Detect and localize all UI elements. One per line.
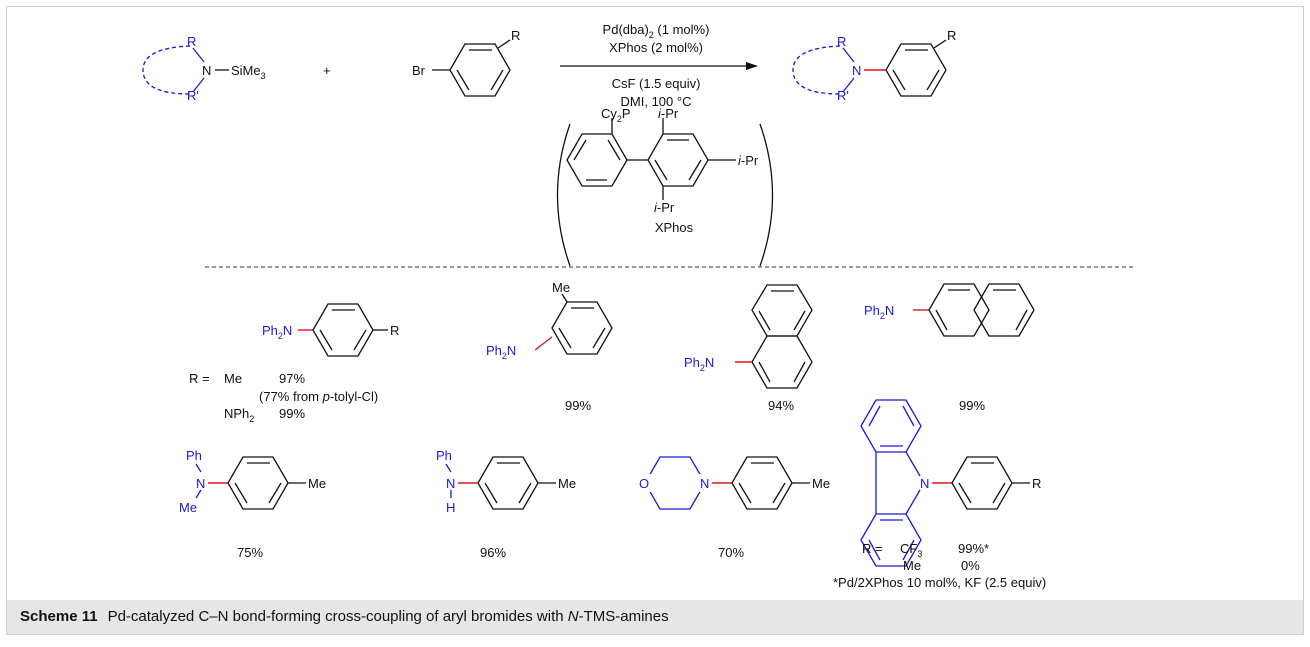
p3-yield: 94% xyxy=(768,398,794,413)
svg-text:(77% from p-tolyl-Cl): (77% from p-tolyl-Cl) xyxy=(259,389,378,404)
p8-me-label: Me xyxy=(903,558,921,573)
p6-yield: 96% xyxy=(480,545,506,560)
svg-text:SiMe3: SiMe3 xyxy=(231,63,266,81)
svg-text:Ph2N: Ph2N xyxy=(262,323,292,341)
svg-text:Ph2N: Ph2N xyxy=(864,303,894,321)
figure-caption: Scheme 11 Pd-catalyzed C–N bond-forming c… xyxy=(20,608,669,625)
p8-cf3-label: CF xyxy=(900,541,917,556)
right-parenthesis xyxy=(759,123,774,267)
p5-n-label: N xyxy=(196,476,205,491)
p5-ph-label: Ph xyxy=(186,448,202,463)
aryl-r-label: R xyxy=(511,28,520,43)
p1-me-label: Me xyxy=(224,371,242,386)
xphos-name-label: XPhos xyxy=(655,220,694,235)
plus-sign: + xyxy=(323,63,331,78)
product-6: Ph N H Me 96% xyxy=(436,448,576,560)
product-8: N R R = CF3 99%* Me 0% *Pd/2XPhos 10 mol… xyxy=(833,399,1046,590)
p1-yield-me: 97% xyxy=(279,371,305,386)
p1-r-equals: R = xyxy=(189,371,210,386)
p6-me-label: Me xyxy=(558,476,576,491)
product-1: Ph2N R R = Me 97% (77% from p-tolyl-Cl) … xyxy=(189,303,399,424)
solvent-temp-label: DMI, 100 °C xyxy=(621,94,692,109)
product-n-label: N xyxy=(852,63,861,78)
reactant-aryl-bromide: Br R xyxy=(412,28,520,97)
svg-text:i-Pr: i-Pr xyxy=(654,200,675,215)
ipr-top-label: i xyxy=(658,106,662,121)
p1-r-label: R xyxy=(390,323,399,338)
product-general: R R' N R xyxy=(792,28,956,103)
svg-text:NPh2: NPh2 xyxy=(224,406,254,424)
product-4: Ph2N 99% xyxy=(864,283,1035,413)
caption-text: Pd-catalyzed C–N bond-forming cross-coup… xyxy=(107,608,568,625)
reactant-r-label: R xyxy=(187,34,196,49)
svg-text:CF3: CF3 xyxy=(900,541,922,559)
ligand-loading-label: XPhos (2 mol%) xyxy=(609,40,703,55)
reactant-ring-dashed xyxy=(142,45,191,95)
product-r-label: R xyxy=(837,34,846,49)
p4-yield: 99% xyxy=(959,398,985,413)
br-label: Br xyxy=(412,63,426,78)
sime3-label: SiMe xyxy=(231,63,261,78)
p7-me-label: Me xyxy=(812,476,830,491)
reactant-n-label: N xyxy=(202,63,211,78)
p5-me-label: Me xyxy=(308,476,326,491)
product-3: Ph2N 94% xyxy=(684,284,813,413)
p3-ph2n-label: Ph xyxy=(684,355,700,370)
p7-n-label: N xyxy=(700,476,709,491)
product-5: Ph N Me Me 75% xyxy=(179,448,326,560)
p7-o-label: O xyxy=(639,476,649,491)
caption-text-tail: -TMS-amines xyxy=(578,608,669,625)
p8-r-label: R xyxy=(1032,476,1041,491)
p5-me-n-label: Me xyxy=(179,500,197,515)
p8-n-label: N xyxy=(920,476,929,491)
caption-label: Scheme 11 xyxy=(20,608,98,625)
reactant-rp-label: R' xyxy=(187,88,199,103)
svg-text:i-Pr: i-Pr xyxy=(738,153,759,168)
svg-text:Ph2N: Ph2N xyxy=(684,355,714,373)
p8-yield-me: 0% xyxy=(961,558,980,573)
reactant-amine: R R' N SiMe3 xyxy=(142,34,266,103)
p2-me-label: Me xyxy=(552,280,570,295)
caption-italic-n: N xyxy=(567,608,579,625)
p4-ph2n-label: Ph xyxy=(864,303,880,318)
p7-yield: 70% xyxy=(718,545,744,560)
catalyst-label: Pd(dba) xyxy=(603,22,649,37)
p2-yield: 99% xyxy=(565,398,591,413)
base-label: CsF (1.5 equiv) xyxy=(612,76,701,91)
p6-ph-label: Ph xyxy=(436,448,452,463)
ipr-right-label: i xyxy=(738,153,742,168)
figure-frame xyxy=(6,6,1304,635)
p5-yield: 75% xyxy=(237,545,263,560)
p1-nph2-label: NPh xyxy=(224,406,249,421)
p1-yield-nph2: 99% xyxy=(279,406,305,421)
p2-ph2n-label: Ph xyxy=(486,343,502,358)
morpholine-ring xyxy=(644,456,706,510)
ipr-bottom-label: i xyxy=(654,200,658,215)
p8-footnote: *Pd/2XPhos 10 mol%, KF (2.5 equiv) xyxy=(833,575,1046,590)
caption-bar xyxy=(7,600,1303,634)
p6-h-label: H xyxy=(446,500,455,515)
svg-text:Pd(dba)2 (1 mol%): Pd(dba)2 (1 mol%) xyxy=(603,22,710,40)
product-aryl-r-label: R xyxy=(947,28,956,43)
product-7: O N Me 70% xyxy=(636,456,830,560)
xphos-structure: Cy2P i-Pr i-Pr i-Pr XPhos xyxy=(556,106,774,267)
p8-r-equals: R = xyxy=(862,541,883,556)
p6-n-label: N xyxy=(446,476,455,491)
p1-note: (77% from xyxy=(259,389,323,404)
p8-yield-cf3: 99%* xyxy=(958,541,989,556)
reaction-arrow xyxy=(560,62,758,70)
p1-ph2n-label: Ph xyxy=(262,323,278,338)
left-parenthesis xyxy=(556,123,571,267)
cy2p-label: Cy xyxy=(601,106,617,121)
product-rp-label: R' xyxy=(837,88,849,103)
svg-text:i-Pr: i-Pr xyxy=(658,106,679,121)
svg-text:Cy2P: Cy2P xyxy=(601,106,631,124)
svg-text:Ph2N: Ph2N xyxy=(486,343,516,361)
product-2: Me Ph2N 99% xyxy=(486,280,613,413)
